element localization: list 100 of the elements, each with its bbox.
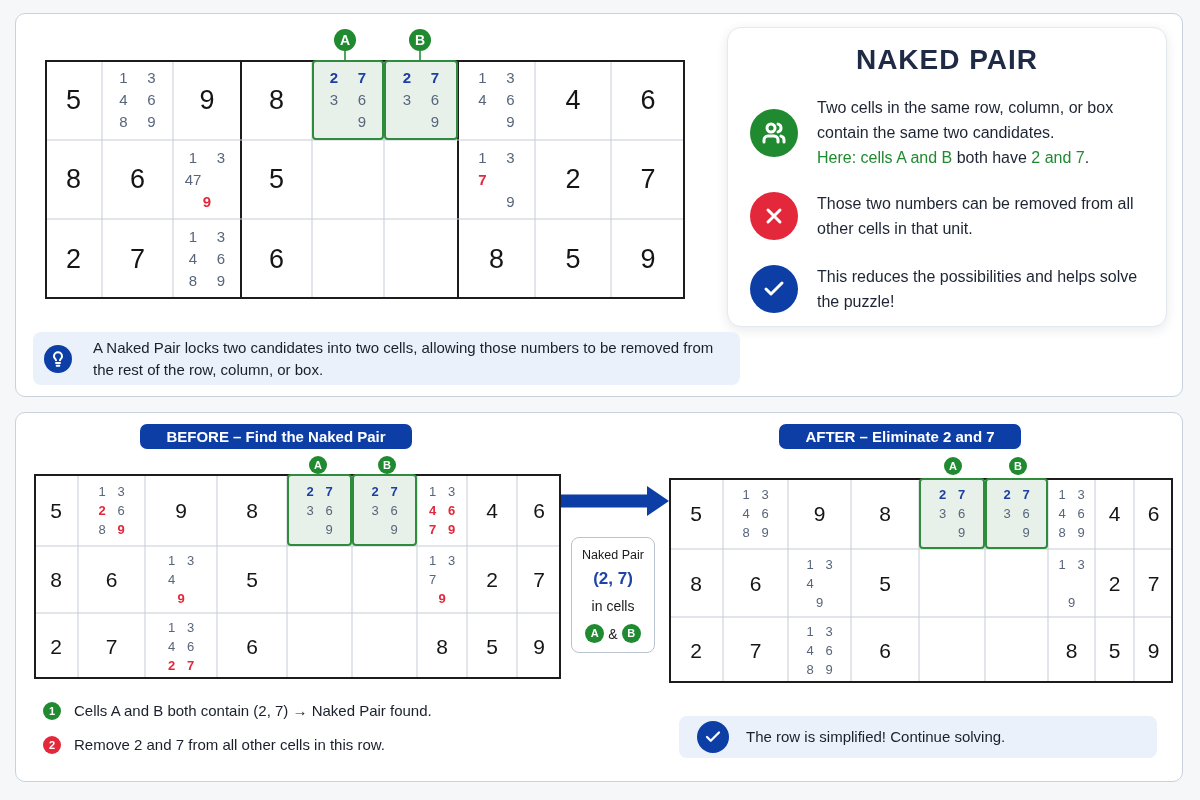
given-digit: 5 [879,572,891,594]
heading-banner [140,424,412,449]
step-number: 1 [43,702,61,720]
candidate-digits: 1 3 4 6 2 7 [166,618,196,675]
given-digit: 6 [246,635,258,657]
candidate-digits: 2 7 3 6 9 [401,68,441,132]
given-digit: 4 [565,86,581,114]
given-digit: 5 [1108,639,1121,661]
highlighted-cell [287,474,352,546]
given-digit: 8 [1065,639,1078,661]
ampersand-text: & [608,624,618,643]
candidate-digits: 2 7 3 6 9 [370,482,399,539]
banner-text: AFTER – Eliminate 2 and 7 [805,426,995,447]
card-heading: NAKED PAIR [855,43,1039,77]
pair-values: (2, 7) [593,568,633,590]
given-digit: 2 [66,245,81,273]
given-digit: 6 [105,569,118,590]
description-text: Two cells in the same row, column, or box contain the same two candidates. [817,98,1115,143]
given-digit: 5 [269,166,284,193]
candidate-digits: 1 3 4 6 8 9 [1057,486,1086,542]
given-digit: 8 [489,245,504,273]
letter-badge: B [409,29,431,51]
candidate-digits: 2 7 3 6 9 [305,482,334,539]
given-digit: 7 [533,569,545,590]
given-digit: 6 [879,639,891,661]
connector-line [419,50,421,61]
given-digit: 9 [640,245,656,273]
given-digit: 8 [879,503,891,524]
step-text: Cells A and B both contain (2, 7) → Naked Pair found. [74,702,432,720]
letter-badge: A [585,624,605,643]
given-digit: 9 [175,499,187,521]
given-digit: 5 [50,499,62,521]
given-digit: 8 [690,572,702,594]
given-digit: 9 [813,503,826,524]
candidate-digits: 1 3 4 6 8 9 [805,622,834,679]
candidate-digits: 1 3 47 9 [186,147,227,212]
description-text: Those two numbers can be removed from all other cells in that unit. [817,194,1135,239]
given-digit: 7 [105,635,118,657]
tip-text: A Naked Pair locks two candidates into two cells, allowing those numbers to be removed from the rest of the row, column, or box. [93,337,715,380]
result-box [679,716,1157,758]
candidate-digits: 1 3 2 6 8 9 [97,482,126,539]
given-digit: 6 [269,245,284,273]
given-digit: 9 [1147,639,1160,661]
banner-text: BEFORE – Find the Naked Pair [166,426,386,447]
candidate-digits: 2 7 3 6 9 [1002,486,1031,542]
highlighted-cell [312,60,384,140]
given-digit: 6 [749,572,762,594]
given-digit: 7 [749,639,762,661]
candidate-digits: 1 3 4 6 8 9 [741,486,770,542]
tip-box [33,332,740,385]
given-digit: 4 [1108,503,1121,524]
candidate-digits: 1 3 7 9 [427,552,457,608]
summary-box [571,537,655,653]
given-digit: 6 [1147,503,1160,524]
highlighted-cell [352,474,417,546]
given-digit: 8 [66,166,81,193]
given-digit: 5 [565,245,581,273]
given-digit: 2 [50,635,62,657]
given-digit: 8 [269,86,284,114]
summary-text: in cells [591,597,635,616]
candidate-digits: 1 3 4 6 8 9 [187,227,227,291]
given-digit: 7 [1147,572,1160,594]
panel [15,13,1183,397]
candidate-digits: 1 3 4 9 [805,555,834,612]
panel [15,412,1183,782]
given-digit: 2 [690,639,702,661]
description-text: Here: cells A and B both have 2 and 7. [817,148,1091,168]
candidate-digits: 1 3 7 9 [477,147,516,212]
candidate-digits: 2 7 3 6 9 [937,486,967,542]
given-digit: 2 [565,166,581,193]
given-digit: 4 [486,499,498,521]
given-digit: 5 [246,569,258,590]
highlighted-cell [384,60,458,140]
candidate-digits: 2 7 3 6 9 [328,68,368,132]
summary-text: Naked Pair [582,547,644,564]
candidate-digits: 1 3 4 6 7 9 [427,482,457,539]
letter-badge: B [1009,457,1027,475]
letter-badge: B [378,456,396,474]
given-digit: 2 [1108,572,1121,594]
given-digit: 5 [486,635,498,657]
highlighted-cell [985,478,1048,549]
given-digit: 6 [533,499,545,521]
given-digit: 8 [436,635,448,657]
given-digit: 5 [66,86,81,114]
letter-badge: A [309,456,327,474]
highlighted-cell [919,478,985,549]
arrow [561,486,669,516]
given-digit: 7 [130,245,145,273]
candidate-digits: 1 3 9 [1057,555,1086,612]
connector-line [344,50,346,61]
heading-banner [779,424,1021,449]
given-digit: 9 [533,635,545,657]
given-digit: 5 [690,503,702,524]
given-digit: 6 [640,86,656,114]
candidate-digits: 1 3 4 9 [166,552,196,608]
result-text: The row is simplified! Continue solving. [746,727,1006,747]
given-digit: 9 [199,86,215,114]
step-text: Remove 2 and 7 from all other cells in this row. [74,736,385,754]
info-card [727,27,1167,327]
letter-badge: B [621,624,641,643]
